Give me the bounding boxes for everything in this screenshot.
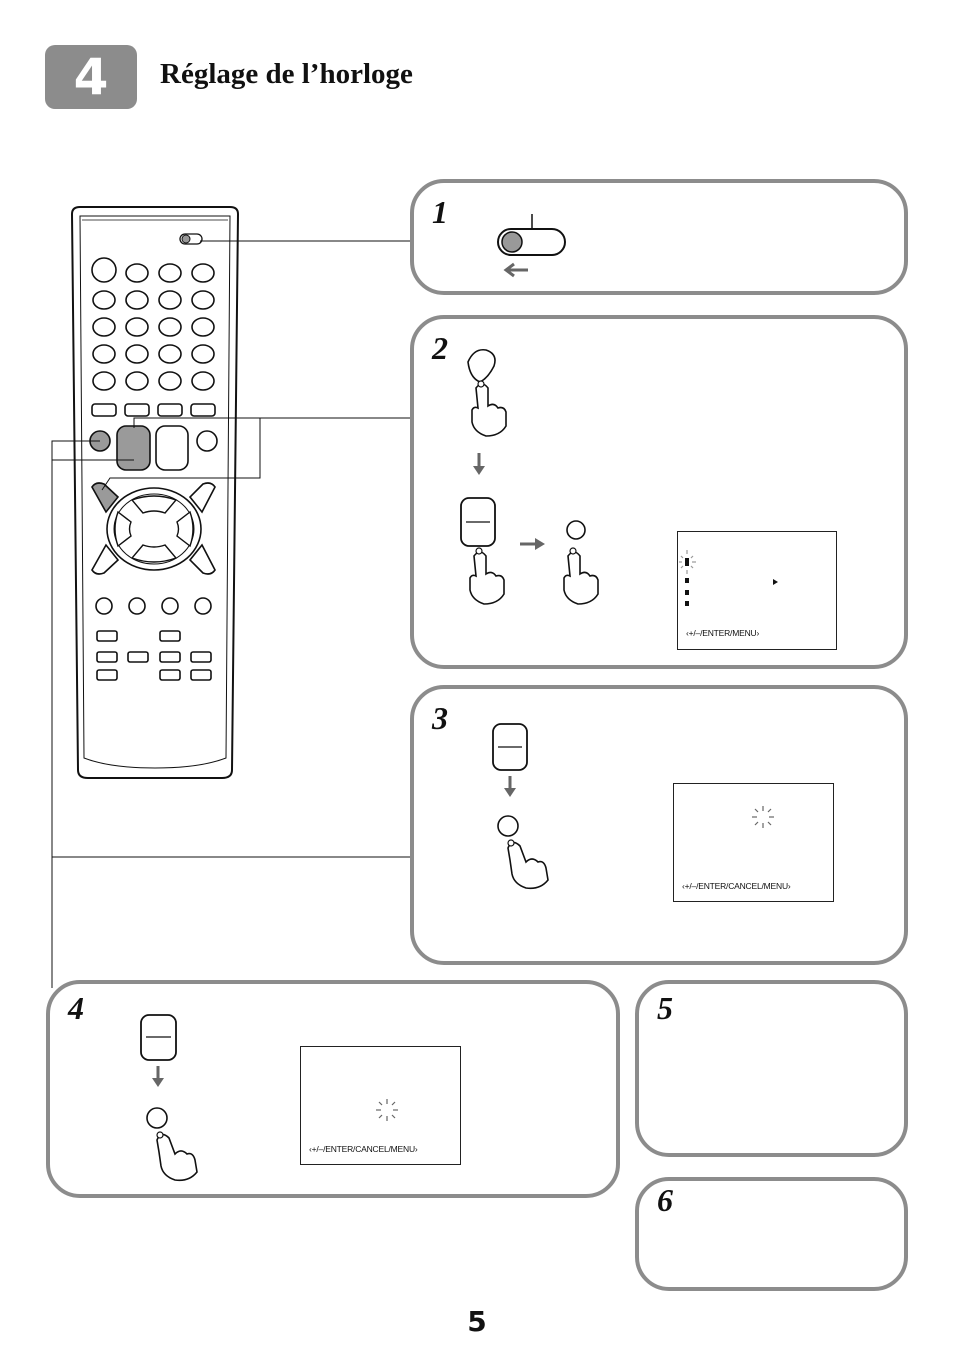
- step-1-number: 1: [432, 194, 448, 230]
- step-3-osd-screen: ‹+/–/ENTER/CANCEL/MENU›: [673, 783, 834, 902]
- page-number: 5: [467, 1305, 487, 1338]
- step-5-panel: [635, 980, 908, 1157]
- section-badge: 4: [45, 45, 137, 109]
- osd-hint: ‹+/–/ENTER/MENU›: [686, 628, 760, 638]
- page-title: Réglage de l’horloge: [160, 58, 413, 90]
- step-2-osd-screen: ‹+/–/ENTER/MENU›: [677, 531, 837, 650]
- blink-icon: [752, 806, 774, 828]
- cursor-marker-icon: [679, 550, 696, 606]
- step-5-number: 5: [657, 990, 673, 1026]
- step-2-number: 2: [432, 330, 448, 366]
- step-6-panel: [635, 1177, 908, 1291]
- step-4-number: 4: [68, 990, 84, 1026]
- osd-hint: ‹+/–/ENTER/CANCEL/MENU›: [309, 1144, 418, 1154]
- power-switch-icon: [497, 214, 566, 278]
- step-1-panel: [410, 179, 908, 295]
- osd-hint: ‹+/–/ENTER/CANCEL/MENU›: [682, 881, 791, 891]
- step-6-number: 6: [657, 1182, 673, 1218]
- step-4-osd-screen: ‹+/–/ENTER/CANCEL/MENU›: [300, 1046, 461, 1165]
- play-triangle-icon: [773, 579, 778, 585]
- blink-icon: [376, 1099, 398, 1121]
- step-3-number: 3: [432, 700, 448, 736]
